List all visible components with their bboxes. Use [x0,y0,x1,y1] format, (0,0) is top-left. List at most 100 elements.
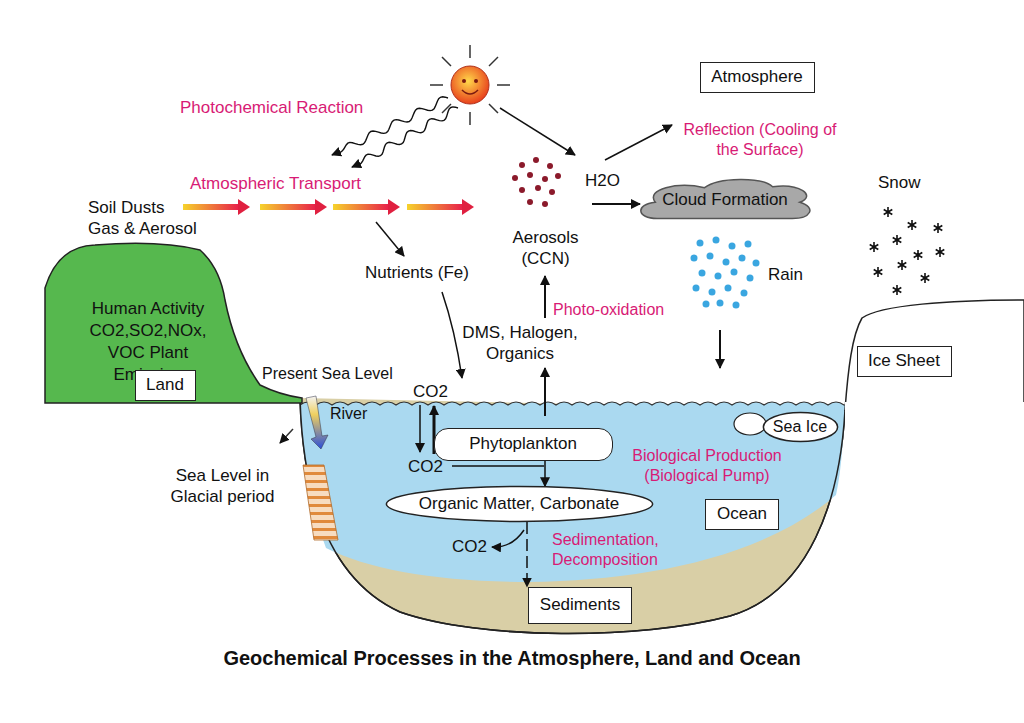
rain-drops [693,285,700,292]
sun-rays [469,112,471,125]
sun [430,45,510,125]
connector-arrow [526,522,528,587]
rain-drops [747,275,754,282]
sun-rays [469,45,471,58]
rain-drops [739,255,746,262]
aerosol-dots [542,176,548,182]
snow-flakes [921,273,930,283]
process-arrows [419,405,421,452]
glacial-level-pointer [280,429,293,443]
text-label: CO2 [413,381,448,402]
node-text: Ice Sheet [868,350,940,371]
transport-arrows [462,199,474,215]
rain-drops [715,273,722,280]
label-box: Ice Sheet [857,346,952,377]
rain-drops [717,300,724,307]
snow-flakes [893,285,902,295]
ellipse-fill [386,487,652,522]
aerosol-dots [535,185,541,191]
node-text-group: Atmosphere [711,66,803,87]
node-text: Sea Ice [773,417,827,437]
snow-flakes [914,250,923,260]
rain-drops [745,241,752,248]
text-label: CO2 [408,456,443,477]
text-label: Biological Production (Biological Pump) [617,446,797,486]
rain-drops [707,253,714,260]
rain-drops [713,237,720,244]
node-text-group: Organic Matter, Carbonate [419,493,619,514]
node-text-group: Phytoplankton [469,433,577,454]
cloud-fill [641,179,810,218]
node-text: Sediments [540,594,620,615]
process-arrows [605,125,672,160]
rain-drops [725,285,732,292]
text-label: Present Sea Level [262,364,393,384]
process-arrows [492,530,524,547]
rain-drops [691,255,698,262]
text-label: Reflection (Cooling of the Surface) [680,120,840,160]
text-label: H2O [585,170,620,191]
snow-flakes [934,223,943,233]
aerosol-dots [555,173,561,179]
rain-drops [697,240,704,247]
ice-sheet-outline [845,300,1024,410]
process-arrows [442,292,462,378]
snow-flakes [908,220,917,230]
node-text: Phytoplankton [469,433,577,454]
aerosol-dots [547,163,553,169]
ellipse-node: Sea Ice [763,412,838,442]
text-label: Sedimentation, Decomposition [552,530,677,570]
ocean-water [300,402,845,582]
snow-flakes [936,247,945,257]
aerosol-dots [549,189,555,195]
text-label: DMS, Halogen, Organics [455,322,585,365]
snow-flakes [874,267,883,277]
text-label: Soil Dusts Gas & Aerosol [88,197,200,240]
diagram-title: Geochemical Processes in the Atmosphere,… [0,647,1024,670]
transport-arrows [315,199,327,215]
rain-drops [703,301,710,308]
node-text-group: Land [146,374,184,395]
node-text: Atmosphere [711,66,803,87]
node-text-group: Ocean [717,503,767,524]
sea-ice-floe [734,413,766,435]
snow-flakes [893,235,902,245]
node-text-group: Sediments [540,594,620,615]
snow-flakes [898,260,907,270]
rain-drops [729,243,736,250]
transport-arrows [407,204,462,210]
sun-eye [474,79,478,83]
process-arrows [719,330,721,368]
process-arrows [544,368,546,416]
node-text-group: Ice Sheet [868,350,940,371]
rain-drops [723,259,730,266]
sun-rays [489,104,498,113]
transport-arrows [183,199,474,215]
ellipse-fill [763,412,837,441]
aerosol-dots [519,187,525,193]
transport-arrows [238,199,250,215]
sun-rays [430,45,510,125]
rain-drops [699,270,706,277]
basin-outline [300,398,845,634]
rain-drops [753,260,760,267]
transport-arrows [333,204,388,210]
node-text: Organic Matter, Carbonate [419,493,619,514]
rain-drops [709,289,716,296]
rain-drops [741,290,748,297]
light-ray [352,107,458,167]
aerosol-dots [527,172,533,178]
aerosol-dots [542,201,548,207]
node-text: Land [146,374,184,395]
text-label: Photochemical Reaction [180,97,363,118]
label-box: Ocean [705,499,779,530]
glacial-shelf [303,465,338,540]
snow-flakes [870,207,945,295]
sun-rays [489,57,498,66]
sun-rays [430,84,443,86]
process-arrows [452,465,544,467]
text-label: Nutrients (Fe) [365,262,469,283]
text-label: Sea Level in Glacial period [160,465,285,508]
